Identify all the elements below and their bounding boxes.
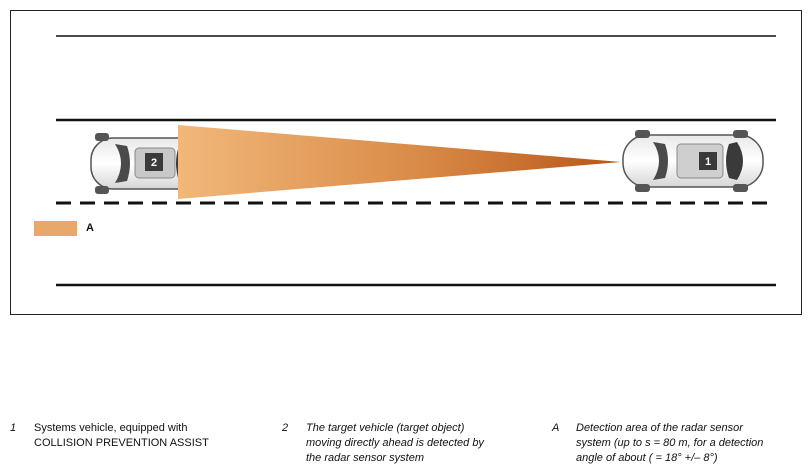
radar-detection-area <box>178 125 621 199</box>
diagram-frame: 2 1 A <box>10 10 802 315</box>
caption-1-text: Systems vehicle, equipped with COLLISION… <box>34 422 209 449</box>
captions: 1 Systems vehicle, equipped with COLLISI… <box>0 421 812 471</box>
target-vehicle: 1 <box>622 130 764 192</box>
legend-swatch <box>34 221 77 236</box>
caption-2-text: The target vehicle (target object) movin… <box>306 422 484 464</box>
caption-a-key: A <box>552 422 560 434</box>
caption-1-number: 1 <box>10 422 17 434</box>
legend-key: A <box>86 222 94 234</box>
vehicle-1-label: 1 <box>705 156 711 168</box>
caption-a-text: Detection area of the radar sensor syste… <box>576 422 764 464</box>
caption-2-number: 2 <box>282 422 289 434</box>
road-diagram: 2 1 <box>56 35 776 287</box>
vehicle-2-label: 2 <box>151 157 157 169</box>
